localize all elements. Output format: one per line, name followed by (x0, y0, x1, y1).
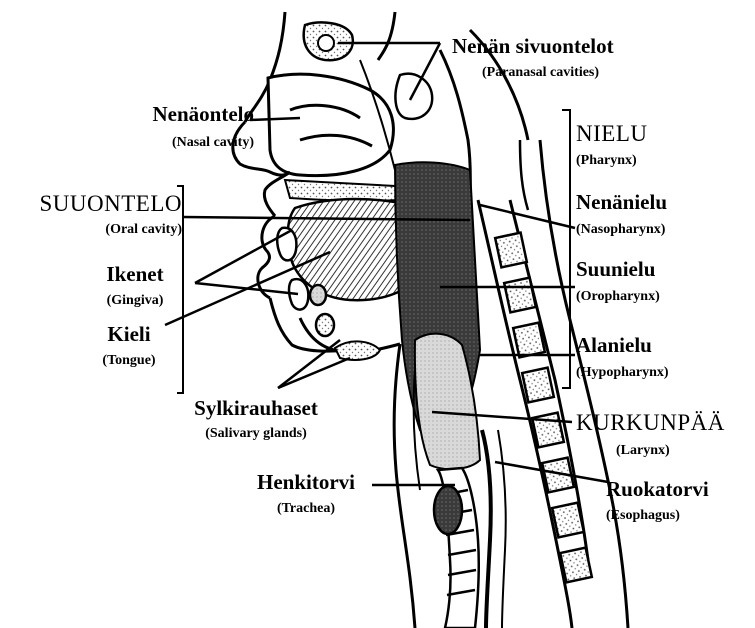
label-gingiva: Ikenet (Gingiva) (90, 264, 180, 308)
label-paranasal-fi: Nenän sivuontelot (452, 36, 614, 57)
nose-and-nasal-cavity (233, 60, 395, 176)
label-tongue-en: (Tongue) (84, 354, 174, 368)
label-nasopharynx-fi: Nenänielu (576, 192, 667, 213)
label-esophagus: Ruokatorvi (Esophagus) (606, 479, 709, 523)
label-hypopharynx: Alanielu (Hypopharynx) (576, 335, 669, 380)
hard-palate (285, 180, 400, 201)
label-salivary: Sylkirauhaset (Salivary glands) (166, 398, 346, 441)
label-nasal-fi: Nenäontelo (64, 104, 254, 125)
trachea-rings (434, 468, 479, 628)
label-oral-fi: SUUONTELO (10, 192, 182, 215)
label-nasal-en: (Nasal cavity) (64, 136, 254, 150)
label-gingiva-fi: Ikenet (90, 264, 180, 285)
label-nasopharynx-en: (Nasopharynx) (576, 223, 667, 237)
label-salivary-fi: Sylkirauhaset (166, 398, 346, 419)
label-esophagus-fi: Ruokatorvi (606, 479, 709, 500)
leader-salivary-1 (278, 340, 340, 388)
esophagus-wall (498, 430, 506, 628)
label-trachea-fi: Henkitorvi (240, 472, 372, 493)
label-oropharynx-en: (Oropharynx) (576, 290, 660, 304)
label-larynx-fi: KURKUNPÄÄ (576, 411, 725, 434)
label-nasopharynx: Nenänielu (Nasopharynx) (576, 192, 667, 237)
label-gingiva-en: (Gingiva) (90, 294, 180, 308)
label-oral: SUUONTELO (Oral cavity) (10, 192, 182, 237)
label-pharynx-en: (Pharynx) (576, 154, 647, 168)
label-oropharynx: Suunielu (Oropharynx) (576, 259, 660, 304)
label-tongue-fi: Kieli (84, 324, 174, 345)
label-hypopharynx-en: (Hypopharynx) (576, 366, 669, 380)
label-nasal: Nenäontelo (Nasal cavity) (64, 104, 254, 150)
label-esophagus-en: (Esophagus) (606, 509, 709, 523)
pharynx-bracket (562, 110, 570, 388)
label-paranasal-en: (Paranasal cavities) (482, 66, 614, 80)
label-pharynx: NIELU (Pharynx) (576, 122, 647, 168)
label-hypopharynx-fi: Alanielu (576, 335, 669, 356)
label-pharynx-fi: NIELU (576, 122, 647, 145)
submandibular-gland (335, 341, 380, 360)
leader-salivary-2 (278, 358, 350, 388)
label-trachea: Henkitorvi (Trachea) (240, 472, 372, 516)
label-salivary-en: (Salivary glands) (166, 427, 346, 441)
label-paranasal: Nenän sivuontelot (Paranasal cavities) (452, 36, 614, 80)
label-trachea-en: (Trachea) (240, 502, 372, 516)
label-larynx-en: (Larynx) (616, 444, 725, 458)
label-oropharynx-fi: Suunielu (576, 259, 660, 280)
label-oral-en: (Oral cavity) (10, 223, 182, 237)
label-tongue: Kieli (Tongue) (84, 324, 174, 368)
esophagus-tube (482, 430, 491, 628)
label-larynx: KURKUNPÄÄ (Larynx) (576, 411, 725, 458)
